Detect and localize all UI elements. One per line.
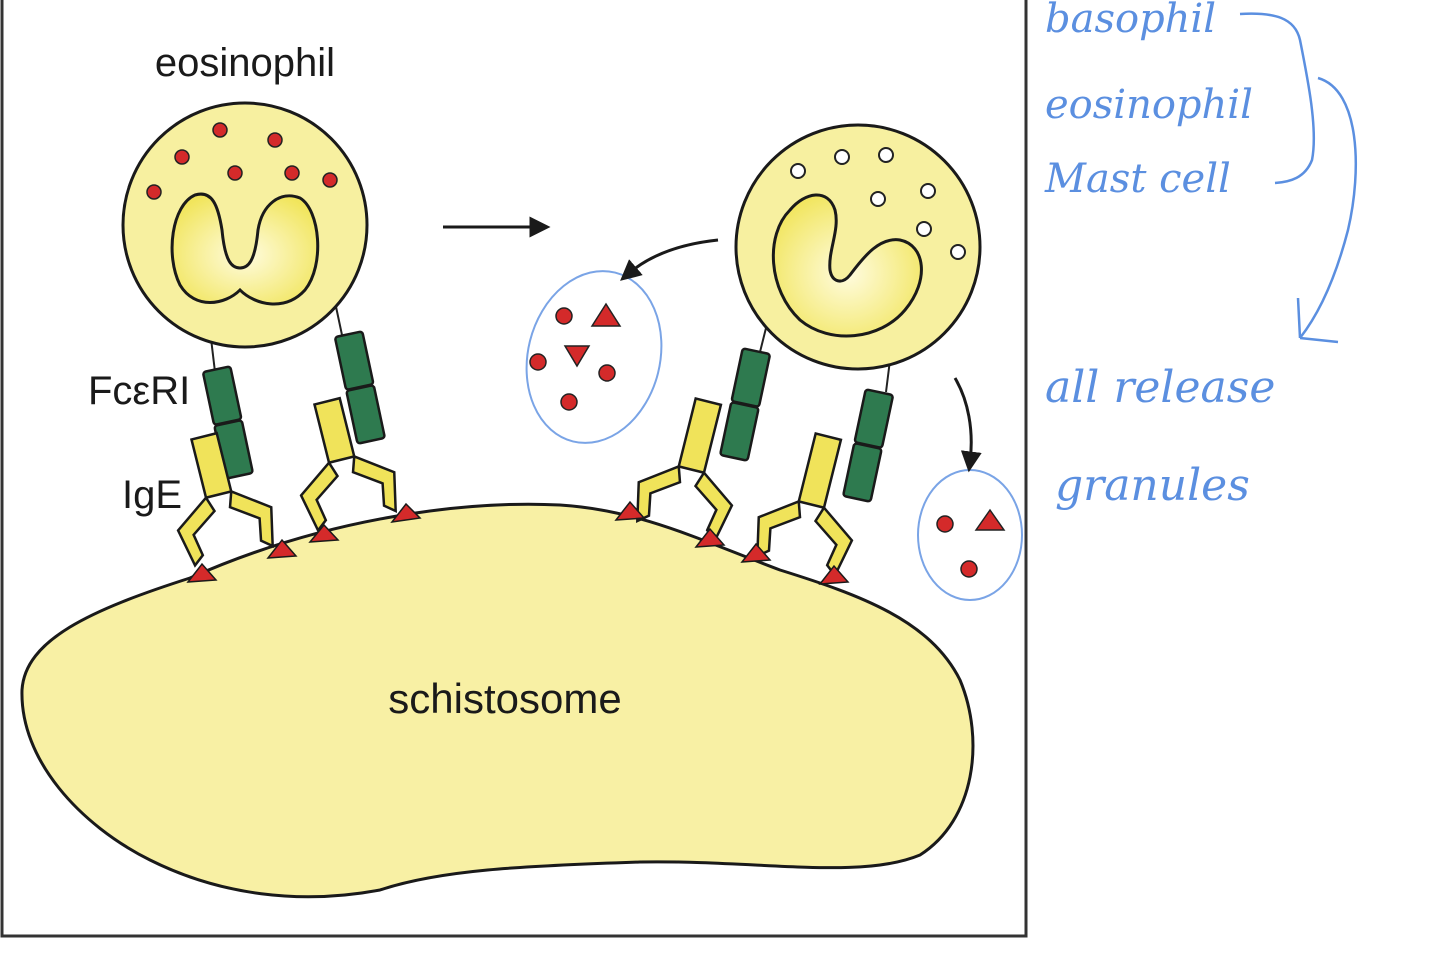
released-mediator [563, 345, 591, 368]
granule [284, 165, 300, 181]
granule [227, 165, 243, 181]
ige-antibody [635, 396, 734, 543]
eosinophil-cell [121, 101, 369, 349]
annotation-note-line2: granules [1055, 460, 1250, 511]
ige-antibody [176, 431, 275, 568]
empty-granule [790, 163, 806, 179]
released-granules-right [917, 469, 1023, 601]
annotation-note-line1: all release [1045, 362, 1275, 413]
degranulating-eosinophil [734, 123, 982, 393]
granule [322, 172, 338, 188]
surface-antigen [614, 500, 646, 521]
resting-eosinophil [121, 101, 369, 373]
ige-antibody [755, 431, 854, 578]
released-granule [936, 515, 954, 533]
annotation-cell-2: eosinophil [1045, 82, 1253, 128]
released-granule [529, 353, 547, 371]
granule [212, 122, 228, 138]
surface-antigen [740, 542, 772, 563]
released-granule [960, 560, 978, 578]
released-mediator [974, 508, 1006, 531]
annotation-cell-3: Mast cell [1044, 156, 1231, 202]
granule [267, 132, 283, 148]
empty-granule [834, 149, 850, 165]
annotation-cell-1: basophil [1045, 0, 1216, 42]
surface-antigen [818, 564, 850, 585]
empty-granule [950, 244, 966, 260]
annotation-arrow [1296, 76, 1358, 344]
surface-antigen [390, 502, 422, 524]
empty-granule [920, 183, 936, 199]
surface-antigen [694, 527, 726, 548]
empty-granule [878, 147, 894, 163]
empty-granule [916, 221, 932, 237]
release-arrow [953, 377, 982, 473]
figure-frame [0, 0, 1028, 938]
granule [146, 184, 162, 200]
fc-receptor [719, 347, 771, 462]
receptor-label: FcεRI [88, 369, 190, 413]
surface-antigen [266, 538, 298, 559]
fc-receptor [334, 330, 386, 445]
antibody-label: IgE [122, 473, 182, 517]
released-granules-left [525, 270, 663, 444]
fc-receptor [842, 388, 894, 503]
released-granule [598, 364, 616, 382]
empty-granule [870, 191, 886, 207]
surface-antigen [186, 562, 218, 583]
released-granule [555, 307, 573, 325]
ige-antibody [299, 396, 398, 533]
released-granule [560, 393, 578, 411]
surface-antigen [308, 523, 340, 543]
cell-label: eosinophil [155, 41, 335, 85]
released-mediator [590, 302, 622, 327]
bilobed-nucleus [771, 193, 923, 338]
annotation-bracket [1239, 12, 1316, 185]
release-arrow [620, 238, 719, 281]
bilobed-nucleus [170, 192, 320, 306]
parasite-label: schistosome [388, 675, 621, 722]
granule [174, 149, 190, 165]
